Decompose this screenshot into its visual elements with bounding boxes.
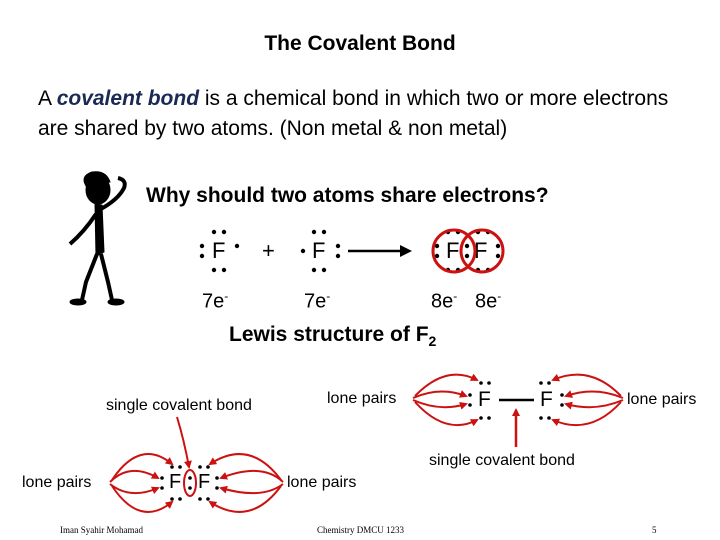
electron-count-right-2: 8e- bbox=[475, 289, 501, 314]
definition-rest: is a chemical bond in which two or more … bbox=[38, 87, 669, 140]
shared-orbital-left bbox=[431, 228, 477, 274]
electron-dots bbox=[199, 229, 501, 273]
product-fluorine-atom-2: F bbox=[474, 238, 488, 263]
lower-right-electron-dots bbox=[468, 381, 564, 420]
shared-orbital-right bbox=[459, 228, 505, 274]
slide-title: The Covalent Bond bbox=[264, 32, 456, 55]
lower-right-fluorine-1: F bbox=[478, 388, 491, 411]
electron-count-left: 7e- bbox=[202, 289, 228, 314]
lewis-structure-heading: Lewis structure of F2 bbox=[229, 323, 436, 349]
charge-sign: - bbox=[224, 289, 229, 303]
definition-text: A covalent bond is a chemical bond in wh… bbox=[38, 84, 698, 144]
lower-left-electron-dots bbox=[160, 465, 219, 501]
lone-pairs-label-bottom-middle: lone pairs bbox=[287, 474, 357, 491]
electron-count-middle-value: 7e bbox=[304, 290, 327, 313]
charge-sign: - bbox=[326, 289, 331, 303]
lone-pairs-label-right: lone pairs bbox=[627, 391, 697, 408]
lower-right-fluorine-2: F bbox=[540, 388, 553, 411]
lewis-label: Lewis structure of F bbox=[229, 323, 429, 346]
question-heading: Why should two atoms share electrons? bbox=[146, 184, 549, 207]
shared-pair-highlight bbox=[183, 469, 197, 497]
single-covalent-bond-label-left: single covalent bond bbox=[106, 397, 252, 414]
electron-count-right-2-value: 8e bbox=[475, 290, 498, 313]
charge-sign: - bbox=[497, 289, 502, 303]
electron-count-right-1: 8e- bbox=[431, 289, 457, 314]
lone-pairs-label-left: lone pairs bbox=[22, 474, 92, 491]
definition-prefix: A bbox=[38, 87, 57, 110]
electron-count-left-value: 7e bbox=[202, 290, 225, 313]
charge-sign: - bbox=[453, 289, 458, 303]
fluorine-atom-2: F bbox=[312, 238, 326, 263]
footer-page-number: 5 bbox=[652, 525, 657, 535]
lewis-subscript: 2 bbox=[428, 333, 437, 350]
electron-count-middle: 7e- bbox=[304, 289, 330, 314]
lower-left-fluorine-1: F bbox=[169, 471, 182, 493]
fluorine-atom-1: F bbox=[212, 238, 226, 263]
reaction-arrow bbox=[348, 245, 412, 257]
lower-left-fluorine-2: F bbox=[198, 471, 211, 493]
lower-right-arrows bbox=[412, 373, 624, 447]
lone-pairs-label-top: lone pairs bbox=[327, 390, 397, 407]
footer-course: Chemistry DMCU 1233 bbox=[317, 525, 405, 535]
single-covalent-bond-label-right: single covalent bond bbox=[429, 452, 575, 469]
footer-author: Iman Syahir Mohamad bbox=[60, 525, 143, 535]
definition-term: covalent bond bbox=[56, 87, 200, 110]
plus-sign: + bbox=[262, 238, 275, 263]
electron-count-right-1-value: 8e bbox=[431, 290, 454, 313]
lower-left-arrows bbox=[109, 416, 284, 513]
product-fluorine-atom-1: F bbox=[446, 238, 460, 263]
